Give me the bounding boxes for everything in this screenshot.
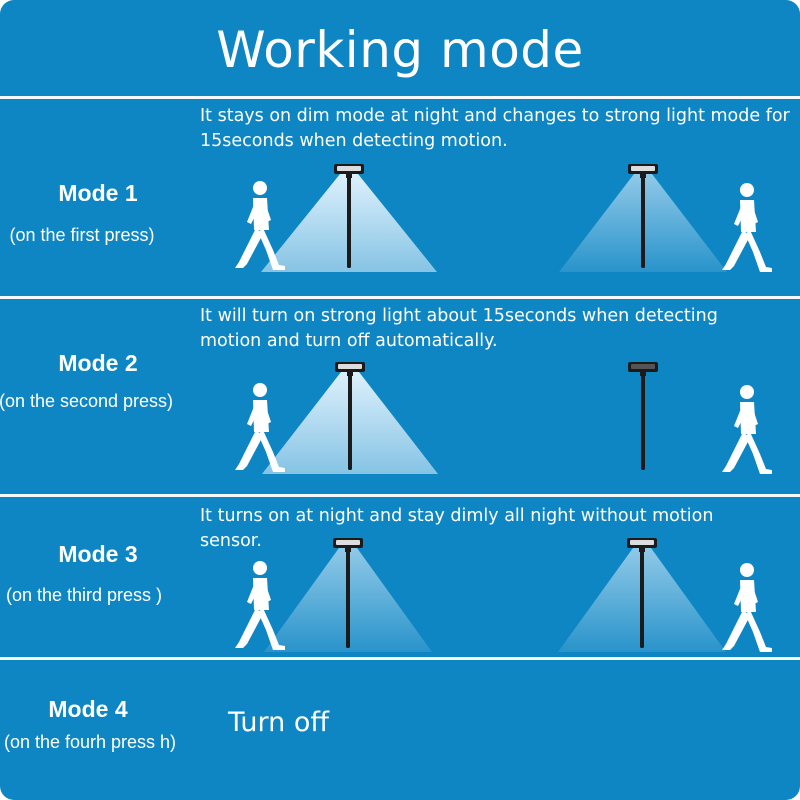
walking-person-icon [235,383,285,472]
mode-3-trigger: (on the third press ) [5,585,163,605]
mode-2-illustration [235,362,772,474]
divider [0,494,800,497]
mode-2-description: It will turn on strong light about 15sec… [200,306,718,351]
walking-person-icon [235,181,285,270]
mode-2-trigger: (on the second press) [0,391,174,411]
mode-3-illustration [235,538,772,652]
street-lamp-icon [264,538,432,652]
mode-3-name: Mode 3 [58,541,138,567]
mode-4-trigger: (on the fourh press h) [3,732,177,752]
divider [0,96,800,99]
street-lamp-icon [558,538,726,652]
walking-person-icon [722,385,772,474]
walking-person-icon [722,183,772,272]
mode-1-illustration [235,164,772,272]
mode-1-name: Mode 1 [58,180,138,206]
walking-person-icon [235,561,285,650]
divider [0,657,800,660]
mode-3-description: It turns on at night and stay dimly all … [200,506,714,551]
page-title: Working mode [216,21,584,79]
mode-2-name: Mode 2 [58,350,138,376]
divider [0,296,800,299]
mode-4-description: Turn off [228,707,329,738]
mode-4-name: Mode 4 [48,696,128,722]
street-lamp-icon [261,164,437,272]
mode-1-trigger: (on the first press) [9,225,155,245]
street-lamp-icon [628,362,658,470]
street-lamp-icon [559,164,727,272]
street-lamp-icon [262,362,438,474]
mode-1-description: It stays on dim mode at night and change… [200,106,790,151]
walking-person-icon [722,563,772,652]
